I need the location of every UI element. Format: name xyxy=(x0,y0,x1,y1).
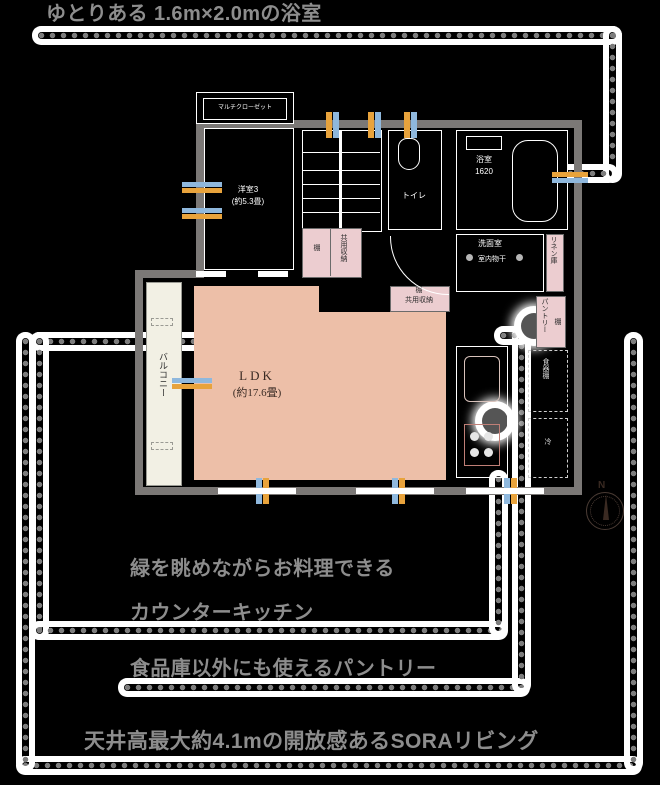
callout-path-bath-right xyxy=(609,32,616,177)
compass-needle xyxy=(603,494,609,520)
stairs-center-rail xyxy=(339,130,342,230)
callout-kitchen-label: 緑を眺めながらお料理できる カウンターキッチン xyxy=(130,547,395,635)
compass-north-label: N xyxy=(598,480,606,491)
wall-right xyxy=(574,120,582,495)
label-toilet: トイレ xyxy=(402,191,426,200)
callout-kitchen-line2: カウンターキッチン xyxy=(130,602,314,624)
dryer-knob-left xyxy=(466,254,473,261)
kitchen-burner-1 xyxy=(470,432,479,441)
label-multi-closet: マルチクローゼット xyxy=(217,105,272,111)
bath-vanity xyxy=(466,136,502,150)
callout-pantry-label: 食品庫以外にも使えるパントリー xyxy=(130,658,437,680)
callout-kitchen-line1: 緑を眺めながらお料理できる xyxy=(130,558,395,580)
stairs-block xyxy=(302,130,382,232)
label-western-3-name: 洋室3 xyxy=(237,185,259,194)
balcony-drain-bottom xyxy=(151,442,173,450)
label-linen: リネン庫 xyxy=(550,236,557,264)
storage-pantry xyxy=(536,296,566,348)
wall-left-connector xyxy=(135,270,204,278)
label-ldk-name: LDK xyxy=(239,368,275,383)
label-washroom: 洗面室 xyxy=(478,239,502,248)
kitchen-burner-3 xyxy=(470,448,479,457)
wall-left-upper xyxy=(196,120,204,270)
window-marker-west-2 xyxy=(182,208,222,220)
room-ldk-right xyxy=(319,312,446,480)
callout-path-sora-bottom xyxy=(22,762,636,769)
balcony-drain-top xyxy=(151,318,173,326)
window-marker-west-1 xyxy=(182,182,222,194)
room-multi-closet-inner xyxy=(203,98,287,120)
sill-south-1 xyxy=(218,488,296,494)
dryer-knob-right xyxy=(516,254,523,261)
marker-dot-kitchen xyxy=(482,408,508,434)
sill-west-2 xyxy=(258,271,288,277)
callout-path-kitchen-top xyxy=(36,338,252,345)
storage-shared-upper-divider xyxy=(330,228,331,276)
room-ldk-left xyxy=(194,286,319,480)
kitchen-sink xyxy=(464,356,500,402)
storage-linen xyxy=(546,234,564,292)
callout-path-pantry-bottom xyxy=(124,684,524,691)
label-bath-size: 1620 xyxy=(475,167,493,176)
label-ldk-area: (約17.6畳) xyxy=(232,387,282,399)
label-shared-storage-2: 共用収納 xyxy=(405,297,433,304)
label-shelf-1: 棚 xyxy=(313,244,320,251)
window-marker-top-1 xyxy=(326,112,340,138)
callout-path-sora-left xyxy=(22,338,29,766)
label-indoor-dryer: 室内物干 xyxy=(478,256,506,263)
label-shelf-3: 棚 xyxy=(554,318,561,325)
sill-south-3 xyxy=(466,488,544,494)
callout-path-kitchen-right xyxy=(495,476,502,631)
label-pantry: パントリー xyxy=(541,298,548,333)
wall-left-lower xyxy=(135,270,143,495)
callout-path-kitchen-left xyxy=(36,338,43,634)
kitchen-cooktop xyxy=(464,424,500,466)
window-marker-bath-east xyxy=(552,172,588,184)
callout-path-sora-right xyxy=(630,338,637,766)
toilet-bowl xyxy=(398,138,420,170)
label-fridge: 冷 xyxy=(544,438,551,445)
label-cupboard: 食器棚 xyxy=(542,358,549,379)
kitchen-counter xyxy=(456,346,508,478)
cupboard xyxy=(528,350,568,412)
storage-shared-upper xyxy=(302,228,362,278)
room-washroom xyxy=(456,234,544,292)
callout-path-kitchen-bottom xyxy=(36,627,502,634)
sill-south-2 xyxy=(356,488,434,494)
callout-bath-label: ゆとりある 1.6m×2.0mの浴室 xyxy=(46,3,322,25)
fridge xyxy=(528,418,568,478)
callout-sora-label: 天井高最大約4.1mの開放感あるSORAリビング xyxy=(84,730,539,753)
callout-path-pantry-in xyxy=(500,332,524,339)
sill-west-1 xyxy=(196,271,226,277)
label-balcony: バルコニー xyxy=(158,352,168,397)
compass-rose-icon: N xyxy=(584,480,628,530)
window-marker-top-2 xyxy=(368,112,382,138)
window-marker-balcony xyxy=(172,378,212,390)
callout-path-bath-top xyxy=(38,32,616,39)
compass-ring-outer xyxy=(586,492,624,530)
label-shared-storage-1: 共用収納 xyxy=(340,234,347,262)
label-shelf-2: 棚 xyxy=(415,287,423,294)
window-marker-top-3 xyxy=(404,112,418,138)
label-bath-name: 浴室 xyxy=(476,155,492,164)
kitchen-burner-2 xyxy=(484,432,493,441)
kitchen-burner-4 xyxy=(484,448,493,457)
room-western-3 xyxy=(204,128,294,270)
callout-path-pantry-right xyxy=(518,332,525,688)
label-western-3-area: (約5.3畳) xyxy=(231,197,265,206)
label-ldk: LDK (約17.6畳) xyxy=(214,368,300,400)
wall-top xyxy=(196,120,582,128)
